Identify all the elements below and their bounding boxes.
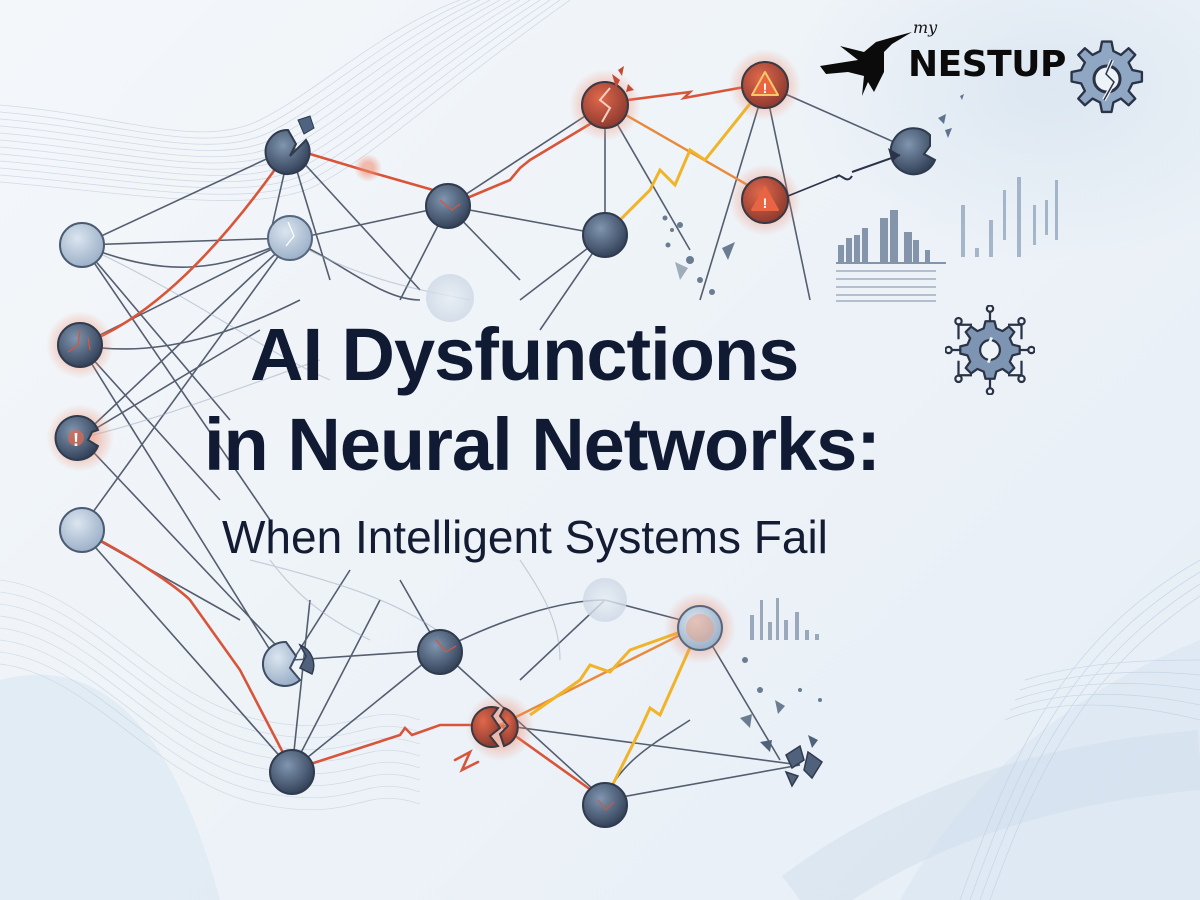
- debris: [662, 215, 822, 728]
- hidden-layer-2: [569, 66, 641, 622]
- logo-prefix: my: [913, 18, 938, 37]
- brand-logo[interactable]: my NESTUP: [818, 18, 1158, 118]
- bar-chart-icon: [836, 210, 946, 302]
- page-title-line-1: AI Dysfunctions: [250, 313, 799, 396]
- candlestick-chart-icon: [961, 177, 1058, 257]
- logo-brand: NESTUP: [908, 44, 1066, 85]
- output-node-broken: [835, 94, 964, 181]
- svg-text:!: !: [763, 80, 768, 96]
- svg-text:!: !: [763, 195, 768, 211]
- hummingbird-icon: [820, 32, 912, 96]
- svg-text:!: !: [73, 430, 79, 450]
- circuit-gear-icon: [945, 305, 1035, 395]
- bottom-layer: [261, 592, 824, 828]
- page-subtitle: When Intelligent Systems Fail: [222, 511, 828, 563]
- bottom-chart-icon: [750, 598, 819, 640]
- warning-nodes: ! !: [729, 49, 841, 236]
- hidden-layer-1: [264, 115, 474, 322]
- page-title-line-2: in Neural Networks:: [204, 403, 881, 486]
- input-layer: !: [46, 222, 114, 553]
- broken-gear-icon: [1070, 40, 1144, 114]
